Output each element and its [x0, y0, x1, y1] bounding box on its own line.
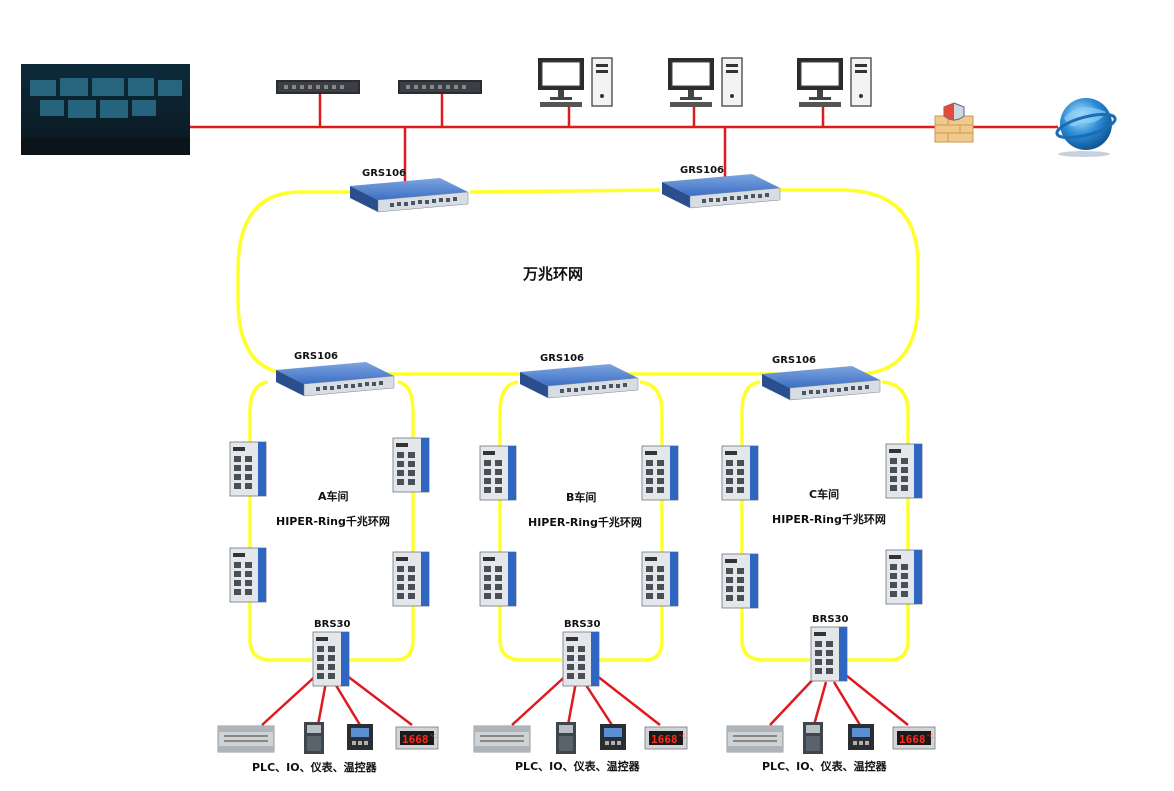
workstation-icon — [667, 57, 743, 108]
rail-switch-icon — [229, 547, 267, 603]
server-icon — [398, 80, 482, 94]
devices-label-a: PLC、IO、仪表、温控器 — [252, 760, 378, 774]
switch-label: BRS30 — [564, 619, 600, 630]
workshop-c-name: C车间 — [809, 487, 839, 501]
field-devices-b: 1668 °C — [473, 722, 688, 754]
workstation-icon — [537, 57, 613, 108]
field-devices-c: 1668 °C — [726, 722, 936, 754]
edge-switch-brs30: BRS30 — [810, 614, 848, 682]
ring-links — [236, 188, 920, 662]
rail-switch-icon — [229, 441, 267, 497]
temperature-controller-icon: 1668 °C — [395, 726, 439, 750]
rail-switches-c — [721, 443, 923, 609]
rail-switch-icon — [721, 445, 759, 501]
ring-c — [740, 380, 910, 662]
temperature-controller-icon: 1668 °C — [892, 726, 936, 750]
devices-label-c: PLC、IO、仪表、温控器 — [762, 759, 888, 773]
meter-reading: 1668 — [899, 733, 926, 746]
management-network-links — [190, 93, 1058, 185]
io-module-icon — [556, 722, 576, 754]
instrument-icon — [347, 724, 373, 750]
switch-label: GRS106 — [772, 355, 816, 366]
rail-switch-icon — [479, 551, 517, 607]
edge-switch-brs30: BRS30 — [562, 619, 600, 687]
rail-switch-icon — [721, 553, 759, 609]
rail-switch-icon — [479, 445, 517, 501]
field-devices-a: 1668 °C — [217, 722, 439, 754]
control-room-monitor-wall — [21, 64, 190, 155]
workshop-a-name: A车间 — [318, 489, 349, 503]
workshop-c-ring: HIPER-Ring千兆环网 — [772, 512, 886, 526]
internet-globe-icon — [1055, 98, 1117, 157]
rail-switch-icon — [392, 551, 430, 607]
switch-label: BRS30 — [314, 619, 350, 630]
plc-icon — [726, 725, 784, 753]
workshop-a-ring: HIPER-Ring千兆环网 — [276, 514, 390, 528]
meter-reading: 1668 — [651, 733, 678, 746]
rail-switch-icon — [641, 551, 679, 607]
devices-label-b: PLC、IO、仪表、温控器 — [515, 759, 641, 773]
core-ring-label: 万兆环网 — [522, 265, 583, 283]
core-switch-grs106: GRS106 — [761, 355, 881, 401]
switch-label: GRS106 — [362, 168, 406, 179]
switch-label: GRS106 — [294, 351, 338, 362]
plc-icon — [473, 725, 531, 753]
meter-reading: 1668 — [402, 733, 429, 746]
plc-icon — [217, 725, 275, 753]
ring-a — [248, 380, 415, 662]
instrument-icon — [848, 724, 874, 750]
edge-switch-brs30: BRS30 — [312, 619, 350, 687]
field-device-links — [261, 671, 909, 726]
meter-unit: °C — [927, 734, 934, 740]
io-module-icon — [803, 722, 823, 754]
workshop-b-ring: HIPER-Ring千兆环网 — [528, 515, 642, 529]
meter-unit: °C — [679, 734, 686, 740]
server-icon — [276, 80, 360, 94]
core-switch-grs106: GRS106 — [661, 165, 781, 209]
switch-label: GRS106 — [680, 165, 724, 176]
workstation-icon — [796, 57, 872, 108]
rail-switch-icon — [641, 445, 679, 501]
rail-switch-icon — [885, 443, 923, 499]
io-module-icon — [304, 722, 324, 754]
instrument-icon — [600, 724, 626, 750]
rail-switch-icon — [392, 437, 430, 493]
workshop-b-name: B车间 — [566, 490, 596, 504]
switch-label: BRS30 — [812, 614, 848, 625]
core-switch-grs106: GRS106 — [519, 353, 639, 399]
switch-label: GRS106 — [540, 353, 584, 364]
meter-unit: °C — [430, 734, 437, 740]
firewall-icon — [934, 102, 974, 143]
core-switch-grs106: GRS106 — [349, 168, 469, 213]
core-switch-grs106: GRS106 — [275, 351, 395, 397]
temperature-controller-icon: 1668 °C — [644, 726, 688, 750]
ring-b — [498, 380, 664, 662]
rail-switch-icon — [885, 549, 923, 605]
